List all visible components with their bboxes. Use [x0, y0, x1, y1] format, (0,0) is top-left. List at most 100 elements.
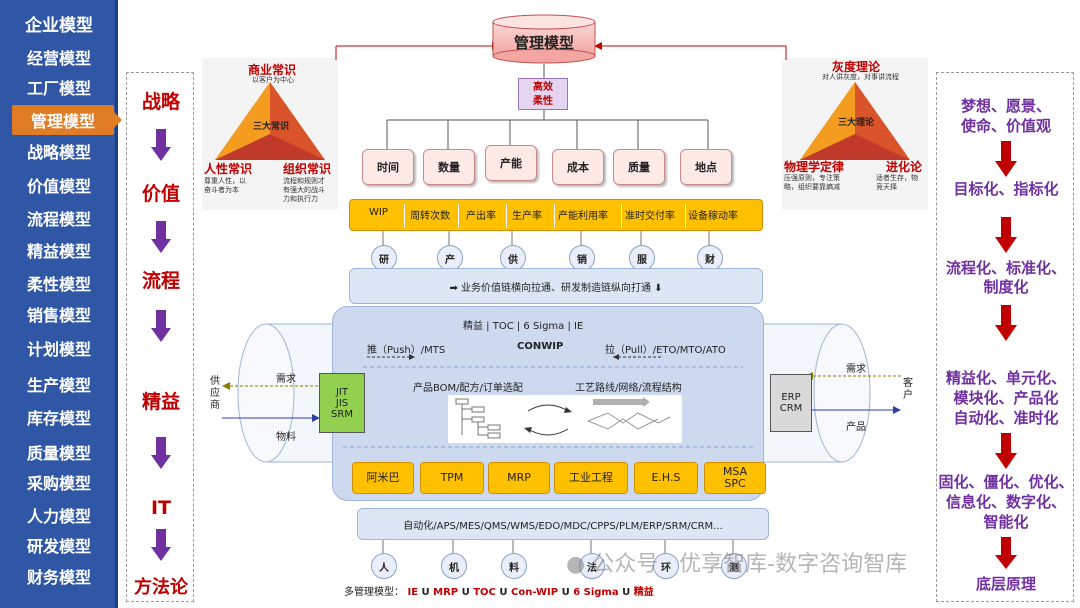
down-arrow-icon: [995, 141, 1017, 177]
sidebar-item-sales[interactable]: 销售模型: [26, 306, 91, 325]
resource-circle-measurement: 测: [721, 553, 747, 579]
sidebar-item-purchase[interactable]: 采购模型: [26, 474, 91, 493]
sidebar-item-hr[interactable]: 人力模型: [26, 507, 91, 526]
top-box-capacity: 产能: [485, 145, 537, 181]
left-col-lean: 精益: [141, 391, 180, 413]
top-box-time: 时间: [362, 149, 414, 185]
sidebar-item-production[interactable]: 生产模型: [26, 376, 91, 395]
metric-utilization: 产能利用率: [558, 211, 608, 222]
right-col-vision-1: 梦想、愿景、: [960, 97, 1051, 115]
metric-productivity: 生产率: [512, 211, 542, 222]
right-pyramid-left-desc-1: 压强原则，专注策: [784, 174, 840, 182]
srm-label: SRM: [331, 408, 353, 420]
top-box-location: 地点: [680, 149, 732, 185]
left-pipe-arrows: [222, 382, 320, 422]
down-arrow-icon: [151, 221, 171, 253]
left-pyramid-left-label: 人性常识: [204, 162, 253, 176]
right-pyramid-graphic: [800, 82, 910, 160]
management-model-label: 管理模型: [513, 34, 574, 52]
left-col-value: 价值: [141, 183, 180, 205]
left-pipe-supplier: 供应商: [210, 376, 220, 411]
metric-wip: WIP: [369, 207, 388, 218]
core-conwip: CONWIP: [517, 341, 564, 352]
resource-circle-machine: 机: [441, 553, 467, 579]
metrics-bar: WIP 周转次数 产出率 生产率 产能利用率 准时交付率 设备稼动率: [349, 199, 763, 231]
sidebar-item-finance[interactable]: 财务模型: [26, 568, 91, 587]
sidebar-item-factory[interactable]: 工厂模型: [26, 79, 91, 98]
top-box-cost: 成本: [552, 149, 604, 185]
sidebar-item-process[interactable]: 流程模型: [26, 210, 91, 229]
sidebar-item-strategy[interactable]: 战略模型: [26, 143, 91, 162]
left-pipe-demand: 需求: [276, 374, 296, 385]
sidebar-item-rnd[interactable]: 研发模型: [26, 537, 91, 556]
right-col-it-3: 智能化: [983, 513, 1029, 531]
management-model-cylinder: [492, 14, 596, 64]
formula-union: U: [561, 587, 570, 598]
wechat-icon: ●: [566, 552, 586, 577]
connector-lines: [335, 42, 787, 149]
right-pipe-demand: 需求: [846, 364, 866, 375]
formula-term-6sigma: 6 Sigma: [573, 587, 619, 598]
right-col-principle: 底层原理: [975, 575, 1036, 593]
formula-prefix: 多管理模型：: [344, 587, 404, 598]
left-col-process: 流程: [141, 270, 180, 292]
left-pyramid-left-desc-2: 奋斗者为本: [204, 186, 239, 194]
bottom-box-ie: 工业工程: [554, 462, 628, 494]
resource-circle-method: 法: [579, 553, 605, 579]
right-pyramid-subtitle: 对人讲灰度，对事讲流程: [822, 73, 899, 81]
sidebar-item-inventory[interactable]: 库存模型: [26, 409, 91, 428]
right-col-it-1: 固化、僵化、优化、: [938, 473, 1074, 491]
value-chain-bar: ➡ 业务价值链横向拉通、研发制造链纵向打通 ⬇: [349, 268, 763, 304]
right-pipe-customer: 客户: [903, 378, 913, 401]
bottom-box-ehs: E.H.S: [634, 462, 698, 494]
crm-label: CRM: [779, 403, 803, 414]
msa-label: MSA: [722, 465, 748, 478]
erp-label: ERP: [781, 392, 801, 403]
sidebar: 企业模型 经营模型 工厂模型 管理模型 战略模型 价值模型 流程模型 精益模型 …: [0, 0, 118, 608]
left-col-it: IT: [150, 497, 172, 519]
sidebar-item-lean[interactable]: 精益模型: [26, 242, 91, 261]
right-col-it-2: 信息化、数字化、: [945, 493, 1066, 511]
left-col-methodology: 方法论: [134, 577, 188, 598]
right-pyramid-left-label: 物理学定律: [784, 160, 845, 174]
core-bom: 产品BOM/配方/订单选配: [413, 383, 523, 394]
sidebar-item-plan[interactable]: 计划模型: [26, 340, 91, 359]
left-pyramid-graphic: [215, 82, 325, 160]
right-col-lean-1: 精益化、单元化、: [945, 369, 1066, 387]
down-arrow-icon: [151, 129, 171, 161]
sidebar-item-management[interactable]: 管理模型: [12, 105, 114, 135]
sidebar-item-flexible[interactable]: 柔性模型: [26, 275, 91, 294]
left-col-strategy: 战略: [141, 91, 180, 113]
jit-label: JIT: [335, 386, 348, 398]
left-pyramid-right-desc-3: 力和执行力: [283, 195, 318, 203]
right-pyramid-right-desc-1: 适者生存，物: [876, 174, 918, 182]
top-box-quality: 质量: [613, 149, 665, 185]
formula-union: U: [622, 587, 631, 598]
down-arrow-icon: [995, 433, 1017, 469]
right-pyramid-right-desc-2: 竞天择: [876, 183, 897, 191]
formula-union: U: [499, 587, 508, 598]
sidebar-item-value[interactable]: 价值模型: [26, 177, 91, 196]
right-col-process-2: 制度化: [983, 278, 1029, 296]
jis-label: JIS: [335, 397, 349, 409]
right-pyramid-left-desc-2: 略，组织要靠熵减: [784, 183, 840, 191]
core-push: 推（Push）/MTS: [367, 345, 446, 356]
right-pipe-product: 产品: [846, 422, 866, 433]
bottom-box-tpm: TPM: [420, 462, 484, 494]
formula-term-toc: TOC: [473, 587, 496, 598]
down-arrow-icon: [995, 305, 1017, 341]
bottom-box-amoeba: 阿米巴: [352, 462, 414, 494]
right-col-vision-2: 使命、价值观: [960, 117, 1051, 135]
left-pyramid-right-desc-2: 有强大的战斗: [283, 186, 325, 194]
core-divider: [343, 446, 753, 448]
sidebar-item-quality[interactable]: 质量模型: [26, 444, 91, 463]
metric-output-rate: 产出率: [466, 211, 496, 222]
core-structure-graphic: [448, 395, 682, 443]
formula-term-mrp: MRP: [433, 587, 459, 598]
right-pipe-arrows: [805, 372, 901, 414]
sidebar-item-business[interactable]: 经营模型: [26, 49, 91, 68]
efficient-label: 高效: [533, 82, 553, 93]
efficient-flexible-box: 高效 柔性: [518, 78, 568, 110]
active-pointer-icon: [112, 110, 122, 130]
jit-jis-srm-box: JIT JIS SRM: [319, 373, 365, 433]
